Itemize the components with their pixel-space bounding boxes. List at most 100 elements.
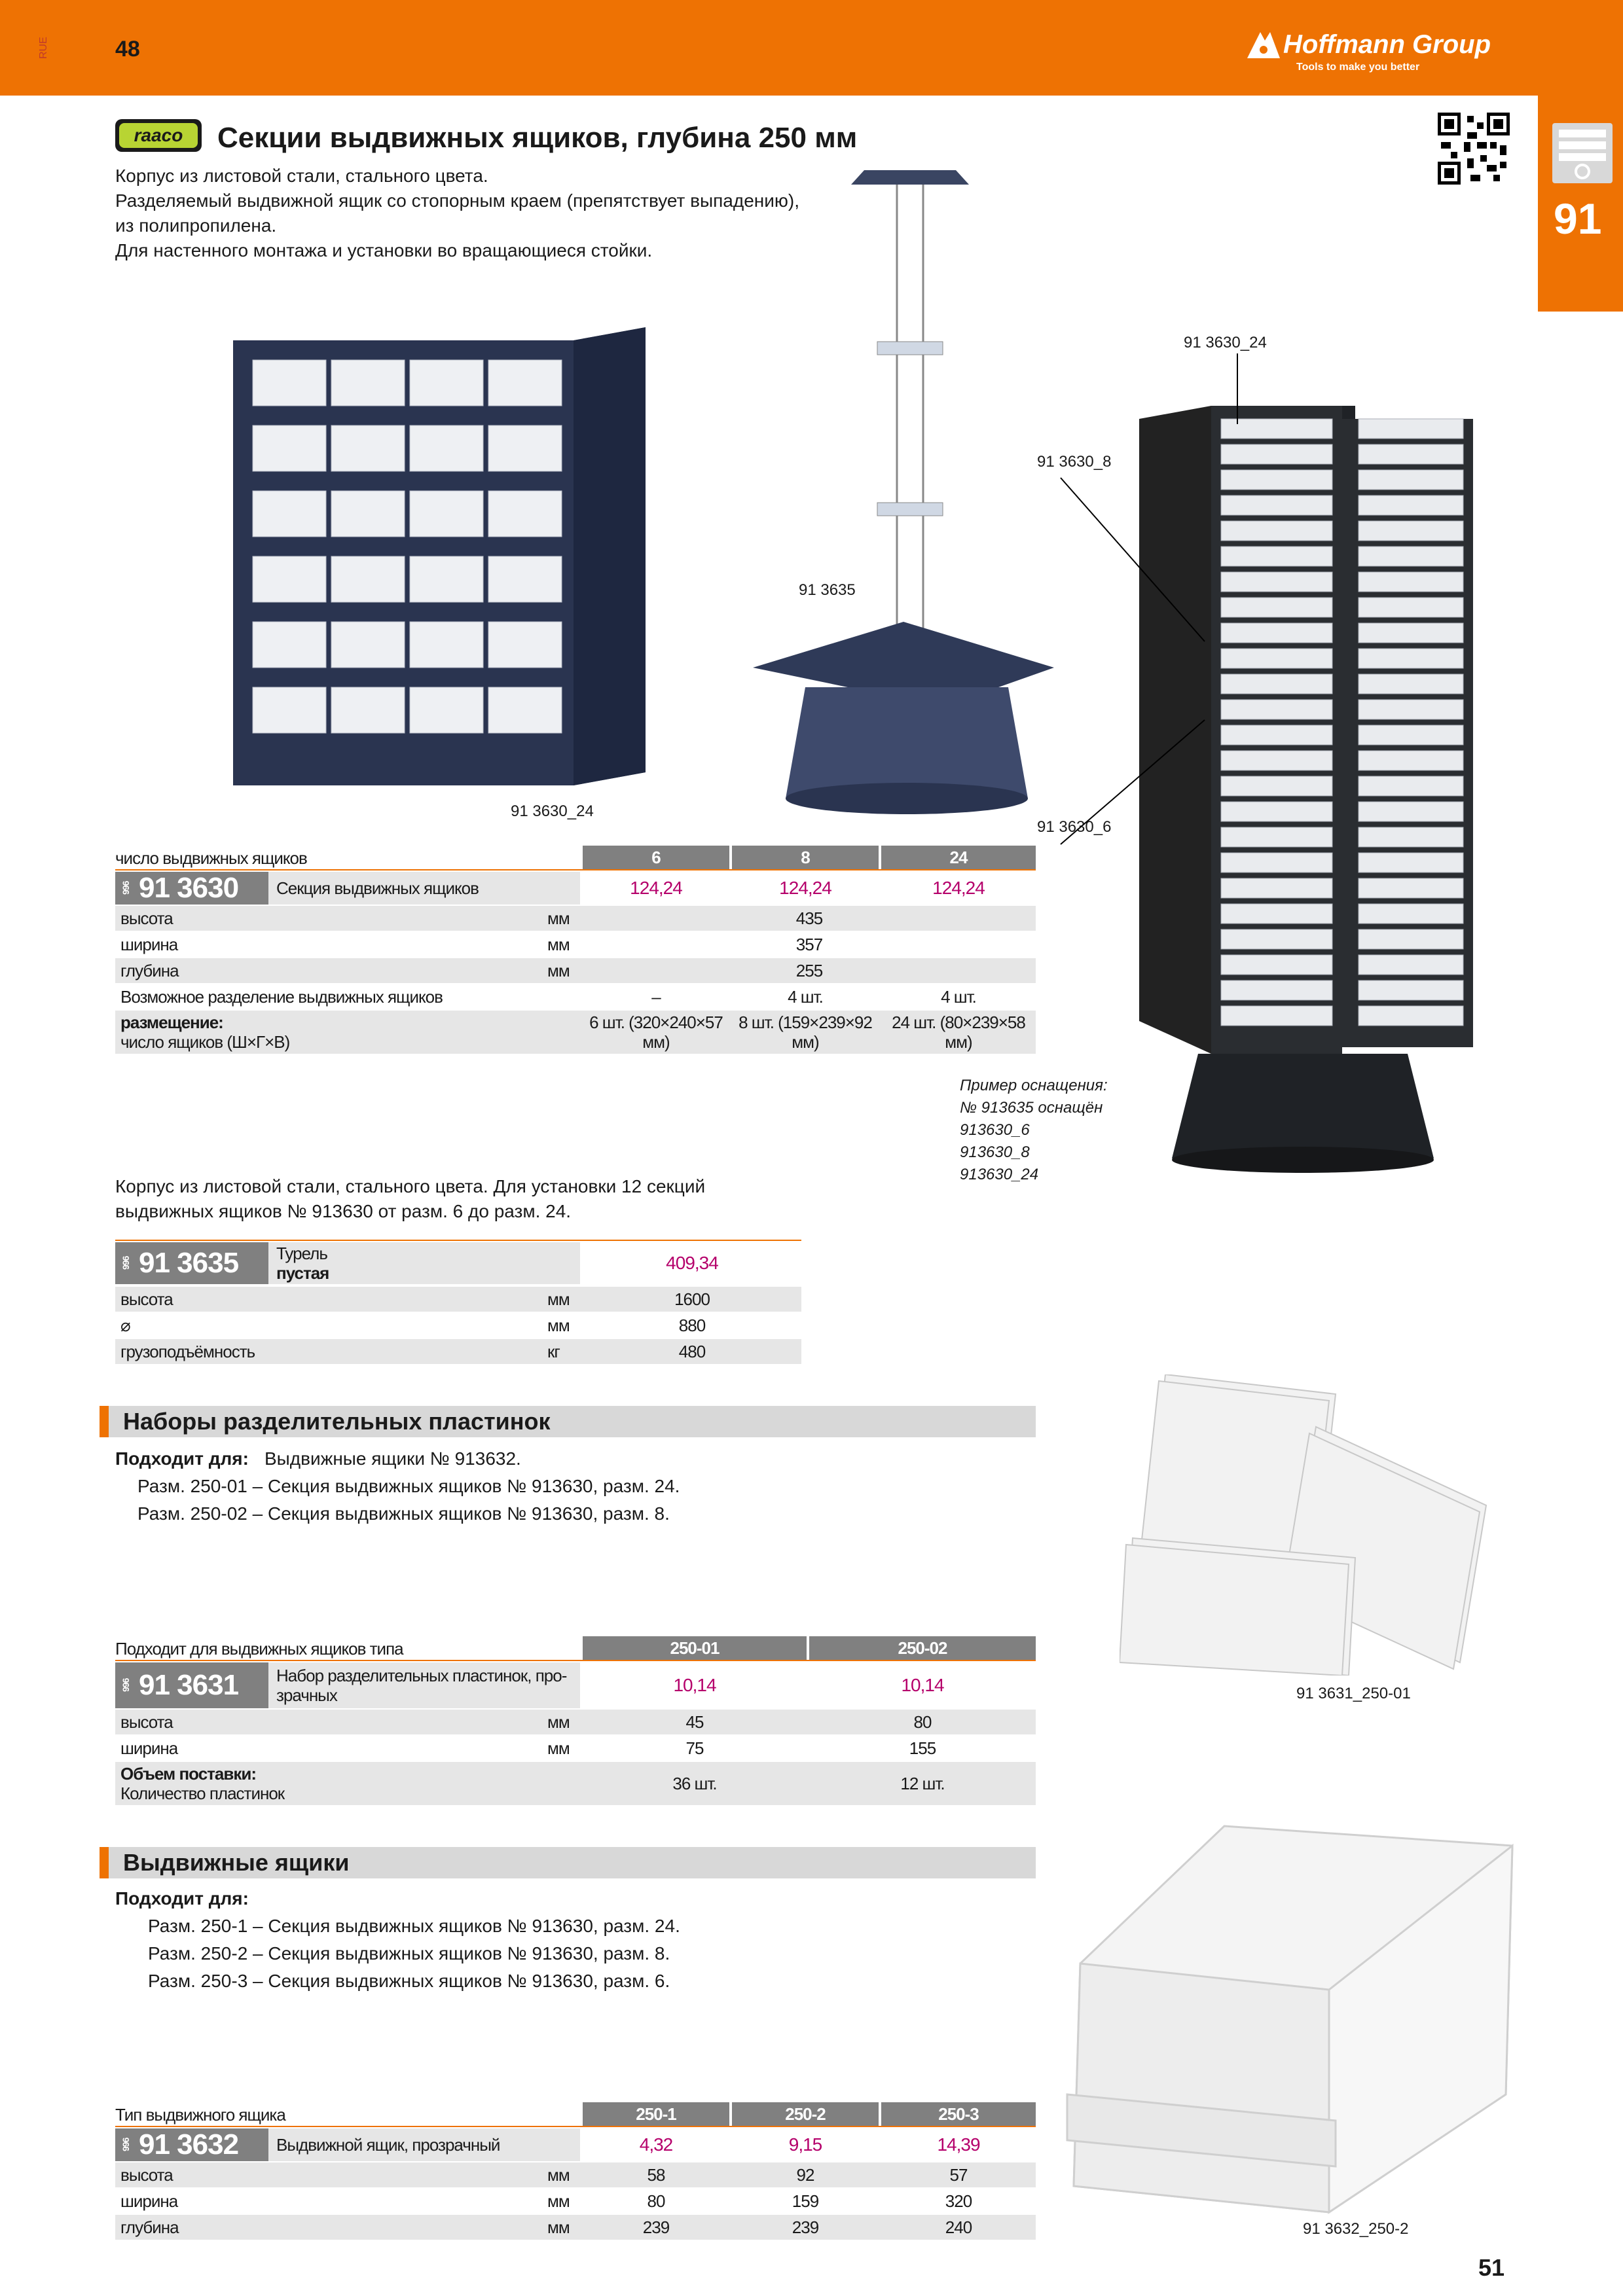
row-value: 240 — [945, 2217, 972, 2237]
row-value: 1600 — [674, 1289, 710, 1309]
brand-mark-icon — [1247, 32, 1280, 58]
row-label: грузоподъёмность — [120, 1341, 255, 1361]
tower-drawer — [1220, 980, 1333, 1001]
col-header-label: Подходит для выдвижных ящиков типа — [115, 1639, 404, 1659]
tower-drawer — [1358, 776, 1464, 797]
col-header: 8 — [732, 846, 879, 869]
row-unit: мм — [547, 960, 570, 980]
tower-drawer — [1220, 852, 1333, 873]
row-value: 880 — [678, 1316, 706, 1335]
price[interactable]: 9,15 — [788, 2134, 823, 2155]
cabinet-drawer — [488, 687, 562, 734]
note-line: 913630_8 — [960, 1143, 1030, 1161]
row-value: 239 — [642, 2217, 670, 2237]
row-value: 45 — [685, 1712, 704, 1732]
note-line: 913630_6 — [960, 1121, 1030, 1139]
section4-title: Выдвижные ящики — [123, 1849, 350, 1876]
tower-drawer — [1220, 776, 1333, 797]
price[interactable]: 409,34 — [666, 1253, 719, 1273]
price[interactable]: 124,24 — [630, 878, 683, 898]
section3-text: Подходит для:Выдвижные ящики № 913632. Р… — [115, 1446, 966, 1526]
tower-drawer — [1220, 801, 1333, 822]
qr-code-icon[interactable] — [1438, 113, 1510, 185]
desc-line: выдвижных ящиков № 913630 от разм. 6 до … — [115, 1201, 572, 1221]
tower-drawer — [1220, 1005, 1333, 1026]
tower-drawer — [1358, 597, 1464, 618]
tower-drawer — [1220, 903, 1333, 924]
raaco-badge-text: raaco — [119, 123, 198, 148]
row-value: – — [651, 987, 661, 1007]
table-913630: число выдвижных ящиков 6 8 24 996 91 363… — [115, 846, 1036, 1055]
cabinet-drawer — [488, 556, 562, 603]
article-code-box: 996 91 3631 — [115, 1662, 268, 1708]
cabinet-drawer — [331, 425, 405, 472]
turret-tower-image — [1133, 393, 1473, 1178]
separator — [115, 1240, 801, 1241]
drawer-box-image — [1054, 1820, 1519, 2225]
row-value: 4 шт. — [941, 987, 977, 1007]
table-row: размещение: число ящиков (Ш×Г×В) 6 шт. (… — [115, 1011, 1036, 1054]
cabinet-drawer — [331, 621, 405, 668]
tower-drawer — [1358, 1005, 1464, 1026]
tower-drawer — [1358, 495, 1464, 516]
tower-drawer — [1220, 495, 1333, 516]
row-label: число ящиков (Ш×Г×В) — [120, 1032, 290, 1052]
table-row: Возможное разделение выдвижных ящиков – … — [115, 984, 1036, 1009]
note-line: 913630_24 — [960, 1166, 1039, 1183]
row-label-bold: Объем поставки: — [120, 1764, 257, 1784]
row-value: 480 — [678, 1342, 706, 1361]
row-unit: мм — [547, 2191, 570, 2211]
article-code[interactable]: 91 3630 — [139, 872, 239, 904]
price[interactable]: 10,14 — [673, 1675, 716, 1695]
tower-drawer — [1358, 903, 1464, 924]
tower-drawer — [1358, 571, 1464, 592]
row-unit: мм — [547, 908, 570, 928]
raaco-badge: raaco — [115, 119, 202, 152]
table-row: высота мм 45 80 — [115, 1710, 1036, 1734]
tower-drawer — [1220, 571, 1333, 592]
row-label: высота — [120, 2164, 173, 2185]
tower-drawer — [1358, 827, 1464, 848]
code-prefix: 996 — [120, 1678, 131, 1692]
row-unit: мм — [547, 1738, 570, 1758]
col-header: 250-01 — [583, 1636, 807, 1660]
row-value: 57 — [949, 2165, 968, 2185]
fit-line: Разм. 250-3 – Секция выдвижных ящиков № … — [148, 1971, 670, 1991]
cabinet-drawer — [409, 425, 484, 472]
leader-lines — [1060, 353, 1238, 845]
price[interactable]: 10,14 — [901, 1675, 944, 1695]
section3-title: Наборы разделительных пластинок — [123, 1408, 551, 1435]
cabinet-drawer — [409, 359, 484, 406]
desc-line: Для настенного монтажа и установки во вр… — [115, 240, 653, 260]
price[interactable]: 124,24 — [779, 878, 832, 898]
name-line: Набор разделительных пластинок, про- — [276, 1666, 567, 1685]
section1-description: Корпус из листовой стали, стального цвет… — [115, 164, 835, 263]
separator — [115, 1660, 1036, 1661]
tower-drawer — [1358, 954, 1464, 975]
article-code[interactable]: 91 3632 — [139, 2128, 239, 2161]
price[interactable]: 4,32 — [639, 2134, 674, 2155]
article-code[interactable]: 91 3635 — [139, 1247, 239, 1279]
tower-drawer — [1220, 622, 1333, 643]
price[interactable]: 124,24 — [932, 878, 985, 898]
value-line: 6 шт. (320×240×57 — [589, 1013, 723, 1032]
name-line: Турель — [276, 1244, 328, 1263]
col-header: 250-02 — [809, 1636, 1036, 1660]
article-code-box: 996 91 3635 — [115, 1242, 268, 1284]
row-value: 255 — [795, 961, 823, 980]
article-code[interactable]: 91 3631 — [139, 1669, 239, 1701]
price[interactable]: 14,39 — [937, 2134, 980, 2155]
name-line: зрачных — [276, 1685, 338, 1705]
cabinet-drawer — [488, 621, 562, 668]
tower-drawer — [1358, 469, 1464, 490]
tower-drawer — [1220, 929, 1333, 950]
row-label: высота — [120, 908, 173, 928]
table-row: высота мм 1600 — [115, 1287, 801, 1312]
col-header: 250-2 — [732, 2102, 879, 2126]
article-code-box: 996 91 3632 — [115, 2128, 268, 2161]
col-header-label: Тип выдвижного ящика — [115, 2105, 286, 2125]
section1-title: Секции выдвижных ящиков, глубина 250 мм — [217, 122, 858, 154]
caption-stand: 91 3635 — [799, 581, 856, 599]
value-line: 8 шт. (159×239×92 — [739, 1013, 873, 1032]
cabinet-drawer — [488, 490, 562, 537]
